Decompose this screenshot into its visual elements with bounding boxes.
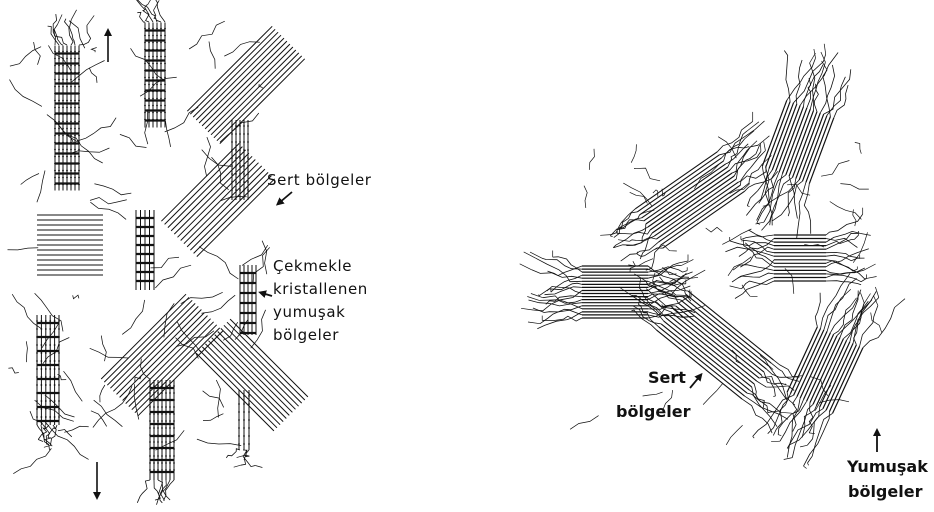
soft-segment-label-line1: Yumuşak <box>846 457 928 476</box>
soft-segment-label-line2: bölgeler <box>848 482 923 501</box>
hard-region-label: Sert bölgeler <box>267 171 372 189</box>
relaxed-chain-drawing <box>520 44 905 469</box>
soft-region-pointer-icon <box>262 293 272 296</box>
hard-segment-label-line2: bölgeler <box>616 402 691 421</box>
soft-region-label-line1: Çekmekle <box>273 257 352 275</box>
stretched-structure-panel: Sert bölgeler Çekmekle kristallenen yumu… <box>8 0 372 505</box>
soft-region-label-line4: bölgeler <box>273 326 339 344</box>
stretched-chain-drawing <box>8 0 308 505</box>
hard-region-pointer-icon <box>279 192 292 203</box>
soft-region-label-line2: kristallenen <box>273 280 368 298</box>
relaxed-structure-panel: Sert bölgeler Yumuşak bölgeler <box>520 44 928 501</box>
hard-segment-label-line1: Sert <box>648 368 686 387</box>
soft-region-label-line3: yumuşak <box>273 303 345 321</box>
hard-segment-pointer-icon <box>690 376 700 388</box>
